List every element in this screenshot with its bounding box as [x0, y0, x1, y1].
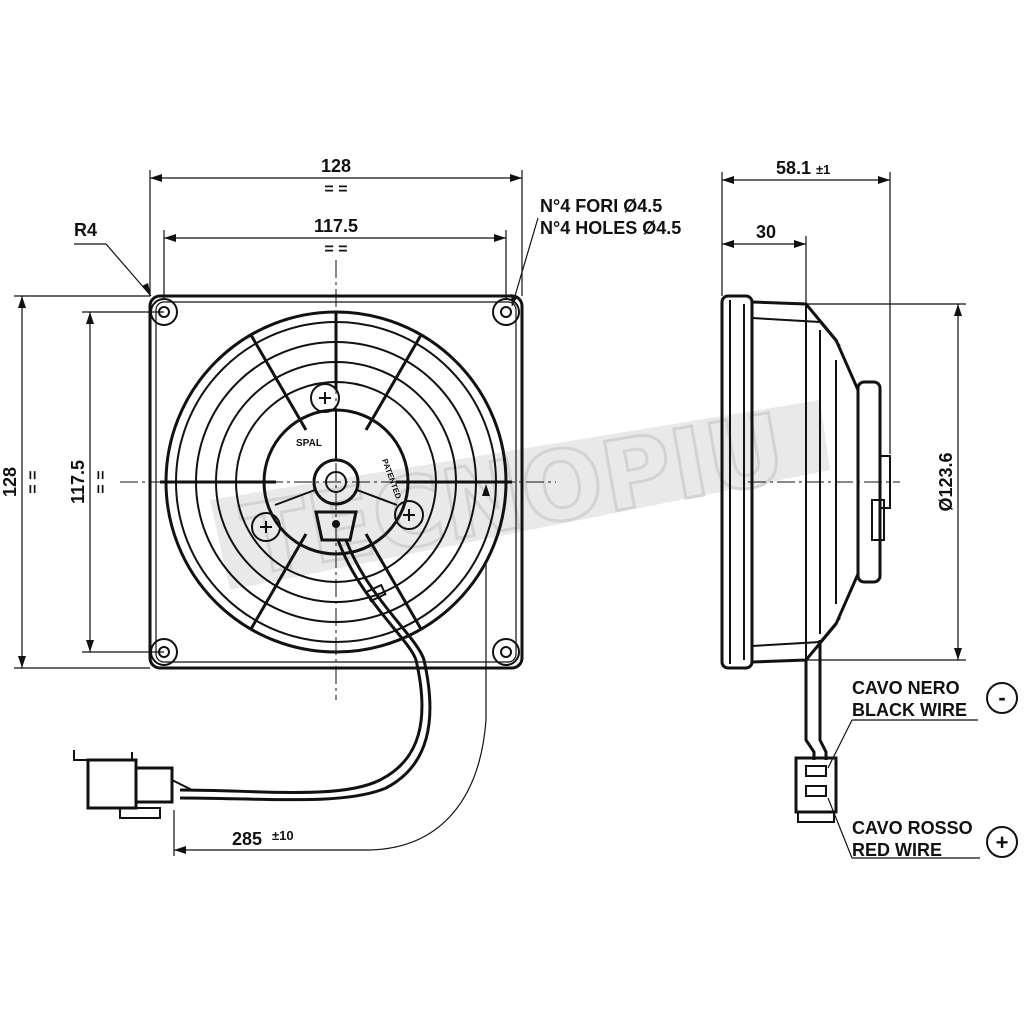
side-view: [720, 294, 900, 823]
plus-symbol: +: [986, 826, 1018, 858]
side-cable: [804, 660, 816, 760]
minus-symbol-text: -: [998, 685, 1005, 710]
red-wire-english: RED WIRE: [852, 840, 942, 860]
dim-top-hole-spacing-equal: = =: [324, 241, 347, 258]
black-wire-italian: CAVO NERO: [852, 678, 960, 698]
cable-gland: [314, 510, 358, 542]
dim-top-width: 128: [321, 156, 351, 176]
hub-screw-top: [310, 383, 340, 413]
dim-cable-tolerance: ±10: [272, 828, 294, 843]
mounting-hole-top-right: [492, 298, 520, 326]
dim-left-height-equal: = =: [25, 470, 42, 493]
dim-left-hole-spacing-equal: = =: [93, 470, 110, 493]
holes-note-english: N°4 HOLES Ø4.5: [540, 218, 681, 238]
mounting-hole-bottom-right: [492, 638, 520, 666]
minus-symbol: -: [986, 682, 1018, 714]
cable-clip: [365, 583, 387, 603]
front-view: SPAL PATENTED: [73, 260, 556, 819]
dim-top-width-equal: = =: [324, 181, 347, 198]
dim-corner-radius: R4: [74, 220, 97, 240]
connector: [73, 750, 193, 819]
dim-diameter: Ø123.6: [936, 452, 956, 511]
dim-side-depth: 58.1: [776, 158, 811, 178]
hub-screw-right: [394, 500, 424, 530]
plus-symbol-text: +: [996, 830, 1009, 855]
cable-outer: [179, 539, 432, 802]
dim-left-hole-spacing: 117.5: [68, 460, 88, 504]
dimensions-side: 58.1 ±1 30 Ø123.6 CAVO NERO BLACK WIRE -…: [721, 158, 1018, 860]
dim-side-inner: 30: [756, 222, 776, 242]
hub-screw-left: [251, 512, 281, 542]
dimensions-front: 128 = = 117.5 = = R4 N°4 FORI Ø4.5 N°4 H…: [0, 156, 681, 856]
dim-left-height: 128: [0, 467, 20, 497]
side-connector: [794, 756, 838, 823]
dim-top-hole-spacing: 117.5: [314, 216, 358, 236]
cable: [179, 539, 424, 794]
hub-brand-label: SPAL: [296, 438, 322, 449]
red-wire-italian: CAVO ROSSO: [852, 818, 973, 838]
holes-note-italian: N°4 FORI Ø4.5: [540, 196, 662, 216]
dim-side-depth-tolerance: ±1: [816, 162, 830, 177]
black-wire-english: BLACK WIRE: [852, 700, 967, 720]
dim-cable-length: 285: [232, 829, 262, 849]
